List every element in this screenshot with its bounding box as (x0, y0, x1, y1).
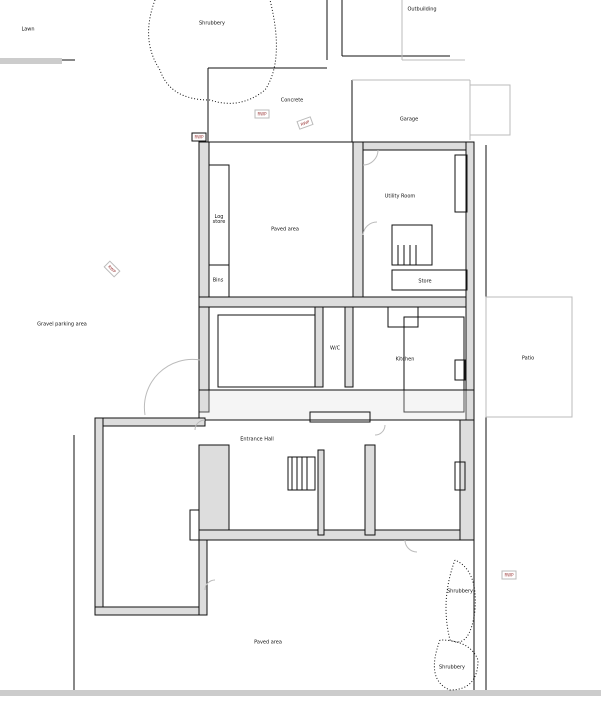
patio-area (485, 296, 573, 418)
label-wc: W/C (329, 345, 341, 352)
label-gravel-parking: Gravel parking area (37, 321, 87, 328)
label-log-store: Log store (212, 214, 226, 225)
label-outbuilding: Outbuilding (407, 6, 437, 13)
label-utility-room: Utility Room (384, 193, 416, 200)
rwp-marker: RWP (254, 109, 270, 119)
label-shrubbery-right-1: Shrubbery (446, 588, 474, 595)
label-lawn: Lawn (21, 26, 35, 33)
label-paved-area-court: Paved area (271, 226, 299, 233)
label-shrubbery-top: Shrubbery (198, 20, 226, 27)
label-garage: Garage (399, 116, 419, 123)
label-paved-area-front: Paved area (254, 639, 282, 646)
label-shrubbery-right-2: Shrubbery (438, 664, 466, 671)
label-entrance-hall: Entrance Hall (240, 436, 274, 443)
hedge-bottom (0, 690, 601, 696)
label-store: Store (418, 278, 432, 285)
rwp-marker: RWP (191, 132, 207, 142)
label-bins: Bins (212, 277, 224, 284)
rwp-marker: RWP (501, 570, 517, 580)
label-concrete: Concrete (280, 97, 304, 104)
hedge-top-left (0, 58, 62, 64)
label-kitchen: Kitchen (395, 356, 415, 363)
label-patio: Patio (521, 355, 535, 362)
